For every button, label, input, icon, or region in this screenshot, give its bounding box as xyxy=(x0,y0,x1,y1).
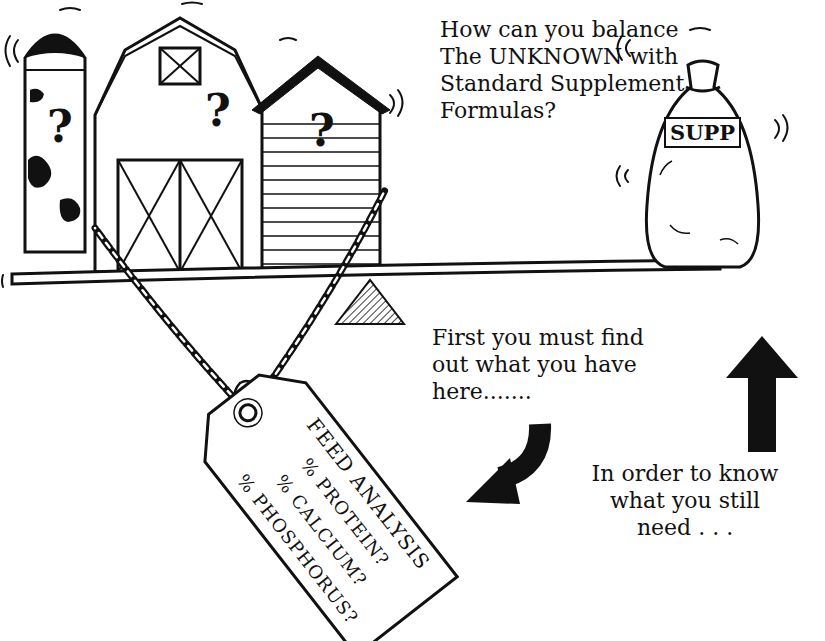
feed-tag: FEED ANALYSIS% PROTEIN?% CALCIUM?% PHOSP… xyxy=(176,348,465,641)
supplement-sack: SUPP xyxy=(640,55,765,270)
node-text-group: SUPP xyxy=(640,117,765,148)
question-mark: ? xyxy=(198,84,238,138)
note-text: First you must find out what you have he… xyxy=(432,324,647,405)
sack-label: SUPP xyxy=(664,117,741,148)
curved-arrow-head xyxy=(466,458,520,504)
sack-outline xyxy=(640,55,765,270)
question-mark: ? xyxy=(40,100,80,154)
fulcrum xyxy=(336,280,404,324)
silo xyxy=(25,35,85,252)
shed xyxy=(252,56,390,272)
title-text: How can you balance The UNKNOWN with Sta… xyxy=(440,16,705,124)
motion-lines xyxy=(2,3,788,288)
note-text: In order to know what you still need . .… xyxy=(585,460,785,541)
question-mark: ? xyxy=(302,104,342,158)
barn xyxy=(95,18,265,272)
up-arrow xyxy=(726,336,798,452)
chain xyxy=(95,190,385,413)
